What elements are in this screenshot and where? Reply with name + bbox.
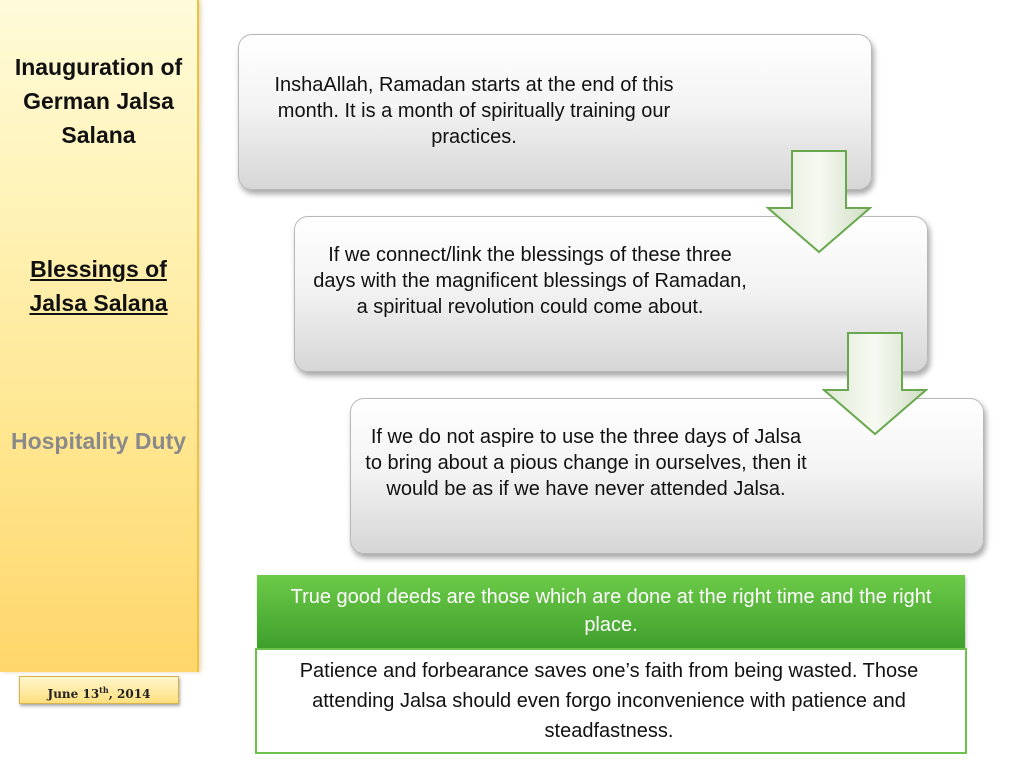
flow-step-3-text: If we do not aspire to use the three day… (365, 426, 807, 500)
date-superscript: th (99, 685, 109, 695)
flow-box-1 (238, 34, 872, 190)
sidebar-title-inauguration: Inauguration of German Jalsa Salana (14, 54, 183, 148)
callout-body: Patience and forbearance saves one’s fai… (299, 660, 919, 742)
sidebar-title-blessings: Blessings of Jalsa Salana (29, 256, 168, 316)
flow-step-2-text: If we connect/link the blessings of thes… (313, 244, 747, 318)
sidebar: Inauguration of German Jalsa Salana Bles… (0, 0, 199, 672)
callout-heading-box (257, 575, 965, 648)
sidebar-title-hospitality: Hospitality Duty (10, 428, 187, 454)
down-arrow-icon (822, 332, 928, 436)
callout-heading: True good deeds are those which are done… (290, 586, 932, 636)
flow-step-1-text: InshaAllah, Ramadan starts at the end of… (274, 74, 674, 148)
down-arrow-icon (766, 150, 872, 254)
date-year: , 2014 (108, 687, 151, 701)
date-main: June 13 (47, 687, 100, 701)
callout-body-box (255, 648, 967, 754)
date-badge: June 13th, 2014 (19, 676, 179, 704)
